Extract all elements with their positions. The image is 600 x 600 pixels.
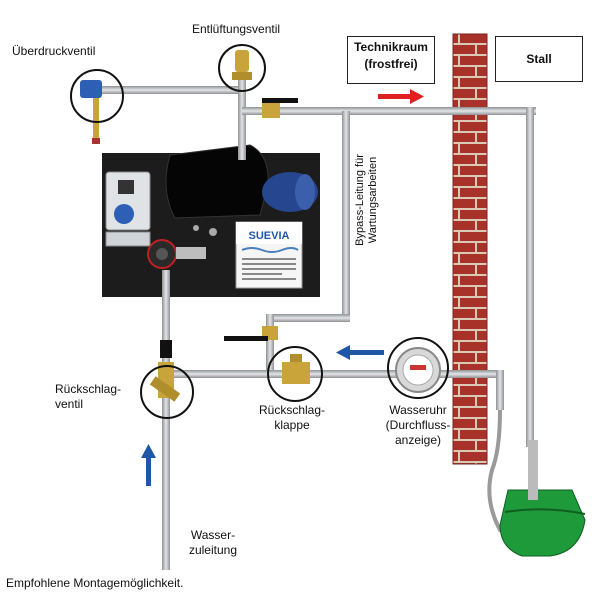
wasseruhr-line1: Wasseruhr [389,403,447,417]
stall-box: Stall [495,36,583,82]
rueckschlagklappe-line1: Rückschlag- [258,403,326,417]
rueckschlagventil-line1: Rückschlag- [55,382,122,396]
rueckschlagklappe-line2: klappe [274,418,310,432]
flow-arrow-blue-horizontal [336,345,384,360]
label-wasserzuleitung: Wasser- zuleitung [178,528,248,558]
pipe-network [96,66,536,570]
label-rueckschlagklappe: Rückschlag- klappe [252,403,332,433]
technikraum-subtitle: (frostfrei) [364,57,418,71]
flap-check-valve [282,354,310,384]
rueckschlagventil-line2: ventil [55,397,84,411]
label-wasseruhr: Wasseruhr (Durchfluss- anzeige) [372,403,464,448]
brick-wall [452,33,488,465]
hose [487,409,516,537]
stall-title: Stall [526,52,552,66]
bypass-ball-valve [224,326,278,341]
label-bypass: Bypass-Leitung für Wartungsarbeiten [354,140,380,260]
check-valve [149,340,181,402]
label-entlueftungsventil: Entlüftungsventil [192,22,281,36]
label-brand: SUEVIA [248,230,290,242]
bypass-line1: Bypass-Leitung für [354,154,366,246]
technikraum-box: Technikraum (frostfrei) [347,36,435,84]
mounting-panel [102,144,320,297]
drinking-bowl [499,440,586,557]
technikraum-title: Technikraum [354,40,428,54]
wasseruhr-line3: anzeige) [394,433,442,447]
air-vent-valve [232,50,252,80]
caption: Empfohlene Montagemöglichkeit. [6,576,184,590]
top-ball-valve [262,98,298,118]
flow-arrow-red [378,89,424,104]
wasserzuleitung-line2: zuleitung [188,543,238,557]
flow-arrow-blue-vertical [141,444,156,486]
wasseruhr-line2: (Durchfluss- [385,418,451,432]
label-rueckschlagventil: Rückschlag- ventil [55,382,121,412]
label-ueberdruckventil: Überdruckventil [12,44,96,58]
wasserzuleitung-line1: Wasser- [190,528,236,542]
highlight-circles [70,44,449,419]
pressure-relief-valve [80,80,102,144]
bypass-line2: Wartungsarbeiten [367,156,379,244]
water-meter [395,347,441,393]
